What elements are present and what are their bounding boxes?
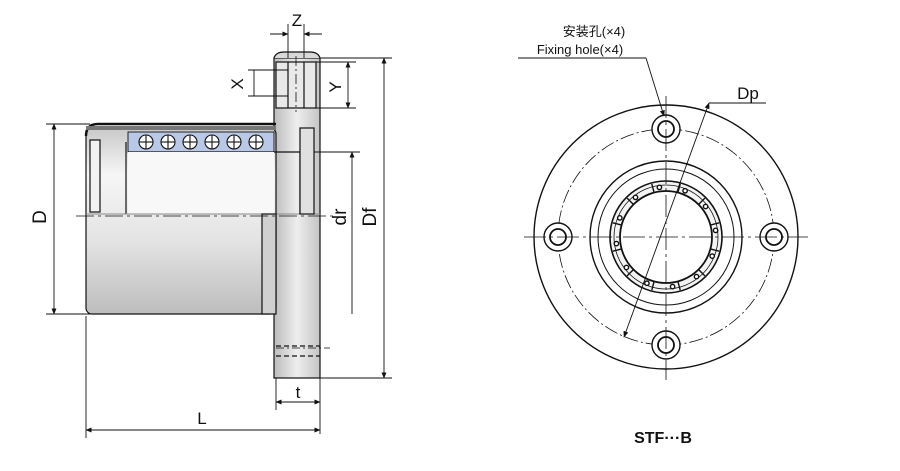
retainer-tick (710, 248, 720, 252)
retainer-ball (712, 227, 719, 234)
dim-dp (623, 102, 766, 338)
label-l: L (197, 409, 206, 428)
label-dr: dr (330, 208, 351, 226)
retainer-ball (644, 280, 650, 287)
label-z: Z (292, 11, 302, 30)
retainer-ball (702, 203, 709, 210)
label-df: Df (360, 207, 381, 227)
flange-top-lip (273, 51, 321, 59)
retainer-tick (710, 222, 720, 226)
retainer-ball (682, 187, 688, 194)
fixing-hole-leader (518, 57, 665, 117)
dim-x (248, 69, 288, 97)
dim-df (320, 57, 392, 379)
flange-hub (261, 213, 277, 315)
fixing-hole-note-cn: 安装孔(×4) (563, 24, 625, 39)
fixing-hole-note-en: Fixing hole(×4) (537, 42, 623, 57)
dim-z (270, 24, 322, 58)
retainer-ball (669, 283, 676, 290)
dim-dr (314, 151, 360, 314)
balls (138, 134, 264, 150)
dim-l (85, 316, 321, 438)
dim-t (275, 378, 321, 434)
model-caption: STF···B (634, 430, 692, 447)
retainer-ball (623, 264, 630, 271)
dim-y (306, 61, 356, 109)
retainer-ball (709, 253, 716, 260)
retainer-ball (632, 194, 639, 201)
dim-d (46, 123, 90, 315)
flange-plate (273, 57, 321, 379)
retainer-ball (656, 184, 663, 191)
retainer-tick (612, 248, 622, 252)
label-t: t (296, 383, 301, 402)
retainer-ball (613, 240, 620, 247)
retainer-ball (616, 214, 623, 221)
label-x: X (228, 78, 247, 89)
label-y: Y (326, 81, 345, 92)
retainer-tick (612, 222, 622, 226)
left-end-ring (89, 139, 101, 213)
label-dp: Dp (737, 84, 759, 103)
label-d: D (30, 210, 51, 224)
side-view (84, 51, 330, 379)
retainer-ball (693, 273, 700, 280)
